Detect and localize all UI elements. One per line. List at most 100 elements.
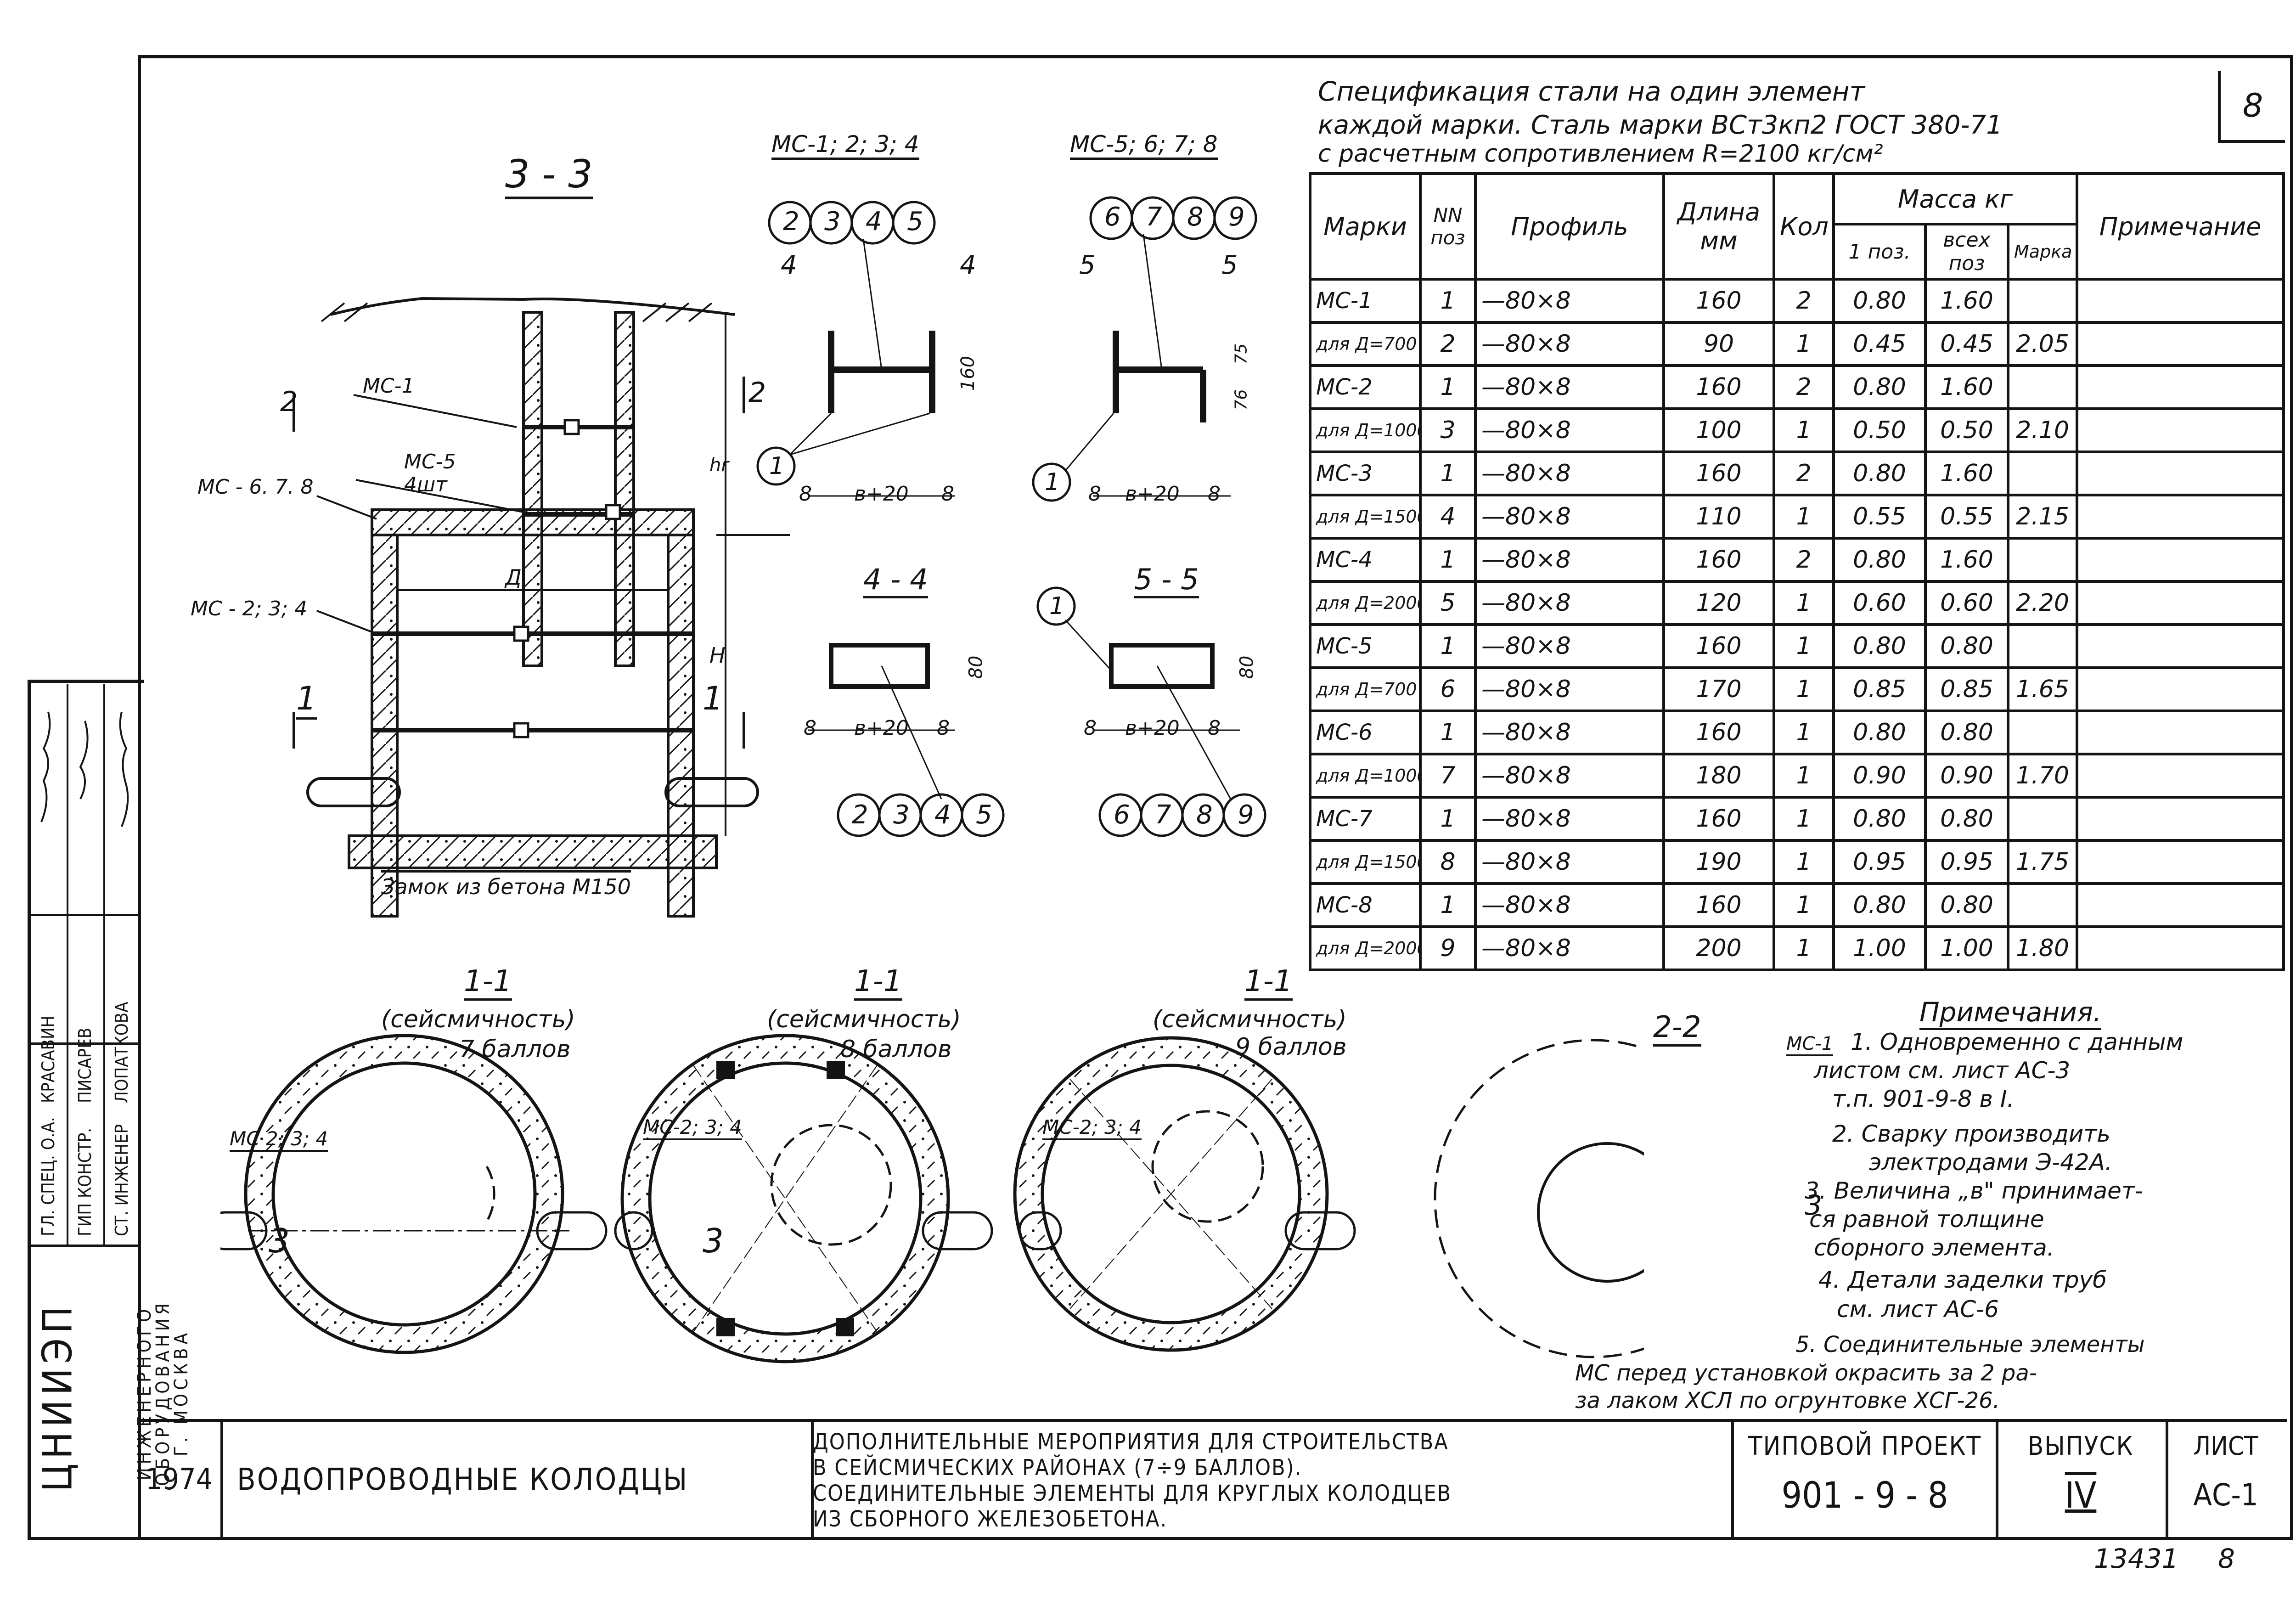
spec-cell-length: 190 bbox=[1662, 839, 1775, 885]
label-mc5-qty: 4шт bbox=[404, 473, 447, 496]
spec-cell-mark: для Д=2000 bbox=[1309, 580, 1422, 626]
plan2-mc-label: МС-2; 3; 4 bbox=[643, 1116, 742, 1140]
spec-cell-all: 1.60 bbox=[1924, 278, 2009, 324]
spec-cell-profile: —80×8 bbox=[1474, 580, 1665, 626]
title-project-label: ТИПОВОЙ ПРОЕКТ bbox=[1748, 1431, 1982, 1461]
pos-circle-7: 7 bbox=[1146, 202, 1162, 232]
spec-cell-total: 2.05 bbox=[2006, 321, 2079, 367]
spec-cell-length: 160 bbox=[1662, 623, 1775, 669]
col-mass: Масса кг bbox=[1832, 172, 2079, 225]
spec-cell-length: 160 bbox=[1662, 537, 1775, 583]
spec-cell-pos: 1 bbox=[1419, 796, 1477, 842]
spec-cell-qty: 1 bbox=[1773, 407, 1835, 453]
spec-cell-all: 0.90 bbox=[1924, 753, 2009, 799]
section-4-4-title: 4 - 4 bbox=[863, 563, 928, 598]
cut-1-right: 1 bbox=[703, 680, 723, 717]
spec-cell-total bbox=[2006, 537, 2079, 583]
spec-cell-note bbox=[2076, 537, 2285, 583]
spec-title-line3: с расчетным сопротивлением R=2100 кг/см² bbox=[1318, 140, 1883, 168]
title-project-cell: ТИПОВОЙ ПРОЕКТ 901 - 9 - 8 bbox=[1731, 1422, 1998, 1537]
note-line: сборного элемента. bbox=[1814, 1234, 2054, 1261]
pos-circle-1-b: 1 bbox=[1045, 468, 1060, 496]
spec-cell-note bbox=[2076, 451, 2285, 496]
spec-cell-total bbox=[2006, 710, 2079, 755]
spec-cell-pos: 1 bbox=[1419, 278, 1477, 324]
pos-circle-1-a: 1 bbox=[769, 452, 785, 480]
pos-circle-7-bottom: 7 bbox=[1155, 800, 1171, 830]
steel-spec-table: Марки NN поз Профиль Длина мм Кол Масса … bbox=[1309, 172, 2285, 971]
pos-circle-1-c: 1 bbox=[1049, 592, 1065, 620]
spec-title-line2: каждой марки. Сталь марки ВСт3кп2 ГОСТ 3… bbox=[1318, 110, 2003, 140]
pos-circle-2-bottom: 2 bbox=[852, 800, 868, 830]
plan4-cut: 3 bbox=[1805, 1189, 1823, 1222]
plan3-mc-label: МС-2; 3; 4 bbox=[1042, 1116, 1142, 1140]
spec-cell-qty: 1 bbox=[1773, 796, 1835, 842]
spec-cell-one: 0.60 bbox=[1832, 580, 1927, 626]
spec-cell-pos: 1 bbox=[1419, 364, 1477, 410]
plan2-balls: 8 баллов bbox=[840, 1036, 952, 1063]
spec-cell-note bbox=[2076, 623, 2285, 669]
spec-cell-qty: 2 bbox=[1773, 451, 1835, 496]
spec-cell-note bbox=[2076, 753, 2285, 799]
spec-cell-one: 0.80 bbox=[1832, 451, 1927, 496]
spec-cell-length: 160 bbox=[1662, 278, 1775, 324]
spec-cell-one: 0.55 bbox=[1832, 494, 1927, 540]
spec-cell-mark: МС-3 bbox=[1309, 451, 1422, 496]
plan1-balls: 7 баллов bbox=[459, 1036, 571, 1063]
title-issue-cell: ВЫПУСК IV bbox=[1996, 1422, 2168, 1537]
spec-cell-profile: —80×8 bbox=[1474, 666, 1665, 712]
spec-cell-one: 0.80 bbox=[1832, 278, 1927, 324]
spec-cell-all: 0.80 bbox=[1924, 710, 2009, 755]
label-d: Д bbox=[505, 565, 522, 590]
spec-cell-total bbox=[2006, 882, 2079, 928]
spec-cell-length: 160 bbox=[1662, 796, 1775, 842]
spec-cell-one: 0.45 bbox=[1832, 321, 1927, 367]
spec-cell-one: 0.85 bbox=[1832, 666, 1927, 712]
col-pos: NN поз bbox=[1419, 172, 1477, 281]
plan3-balls: 9 баллов bbox=[1235, 1033, 1347, 1061]
role-chief-spec: ГЛ. СПЕЦ. О.А. bbox=[38, 1117, 58, 1236]
spec-cell-total: 2.10 bbox=[2006, 407, 2079, 453]
pos-circle-3: 3 bbox=[824, 207, 841, 237]
label-mc234: МС - 2; 3; 4 bbox=[191, 597, 308, 620]
signatures-image bbox=[40, 711, 129, 827]
dim-8-g: 8 bbox=[1084, 716, 1097, 740]
spec-cell-mark: для Д=1000 bbox=[1309, 407, 1422, 453]
spec-cell-all: 1.60 bbox=[1924, 364, 2009, 410]
spec-cell-length: 200 bbox=[1662, 925, 1775, 971]
spec-cell-length: 160 bbox=[1662, 882, 1775, 928]
page-number: 8 bbox=[2218, 1543, 2235, 1574]
spec-cell-length: 170 bbox=[1662, 666, 1775, 712]
spec-cell-pos: 4 bbox=[1419, 494, 1477, 540]
pos-circle-6: 6 bbox=[1104, 202, 1121, 232]
note-line: 5. Соединительные элементы bbox=[1795, 1332, 2145, 1357]
cut-4-right: 4 bbox=[960, 250, 976, 280]
spec-cell-all: 1.00 bbox=[1924, 925, 2009, 971]
spec-cell-mark: МС-7 bbox=[1309, 796, 1422, 842]
spec-cell-total: 1.70 bbox=[2006, 753, 2079, 799]
side-stamp-signatures: ГЛ. СПЕЦ. О.А. ГИП КОНСТР. СТ. ИНЖЕНЕР К… bbox=[30, 684, 140, 1247]
spec-cell-pos: 9 bbox=[1419, 925, 1477, 971]
cut-2-left: 2 bbox=[280, 386, 298, 418]
spec-cell-all: 0.80 bbox=[1924, 882, 2009, 928]
note-line: за лаком ХСЛ по огрунтовке ХСГ-26. bbox=[1575, 1388, 2000, 1414]
note-line: 2. Сварку производить bbox=[1832, 1121, 2110, 1147]
drawing-frame bbox=[138, 55, 2293, 1540]
spec-cell-profile: —80×8 bbox=[1474, 494, 1665, 540]
spec-cell-mark: МС-8 bbox=[1309, 882, 1422, 928]
spec-cell-all: 0.95 bbox=[1924, 839, 2009, 885]
spec-cell-profile: —80×8 bbox=[1474, 710, 1665, 755]
spec-cell-note bbox=[2076, 882, 2285, 928]
spec-cell-profile: —80×8 bbox=[1474, 839, 1665, 885]
spec-cell-profile: —80×8 bbox=[1474, 623, 1665, 669]
spec-cell-one: 0.80 bbox=[1832, 537, 1927, 583]
spec-cell-length: 160 bbox=[1662, 364, 1775, 410]
spec-cell-qty: 1 bbox=[1773, 666, 1835, 712]
org-name: ЦНИИЭП bbox=[34, 1301, 81, 1492]
